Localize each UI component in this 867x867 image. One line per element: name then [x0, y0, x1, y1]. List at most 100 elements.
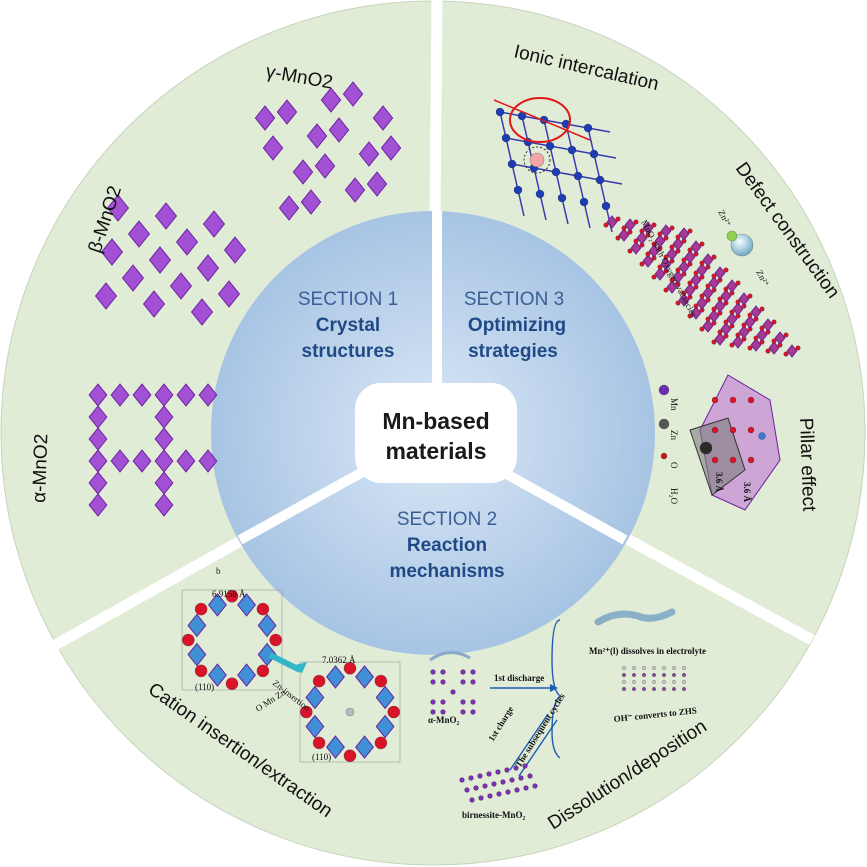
- atom: [583, 123, 593, 133]
- oxygen-atom: [621, 225, 627, 231]
- oxygen-atom: [269, 633, 283, 647]
- octahedron: [110, 449, 130, 473]
- birnessite-atom: [509, 777, 515, 783]
- octahedron: [708, 276, 720, 290]
- birnessite-atom: [518, 775, 524, 781]
- oxygen-atom: [603, 222, 609, 228]
- oxygen-atom: [699, 241, 705, 247]
- zhs-atom: [641, 665, 647, 671]
- octahedron: [306, 123, 328, 149]
- center-title-line2: materials: [385, 438, 486, 464]
- birnessite-atom: [486, 771, 492, 777]
- octahedron: [642, 221, 654, 235]
- defect-construction-structure: [603, 215, 801, 358]
- birnessite-atom: [514, 787, 520, 793]
- bond: [577, 175, 585, 203]
- octahedron: [678, 260, 690, 274]
- oxygen-atom: [657, 264, 663, 270]
- atom: [507, 159, 517, 169]
- oxygen-atom: [687, 313, 693, 319]
- oxygen-atom: [657, 231, 663, 237]
- birnessite-atom: [464, 787, 470, 793]
- mn-atom: [460, 699, 466, 705]
- oxygen-atom: [343, 661, 357, 675]
- bond: [517, 189, 525, 217]
- oxygen-atom: [256, 664, 270, 678]
- pillar-legend-o: O: [669, 462, 679, 469]
- vacancy-site: [726, 230, 738, 242]
- zhs-atom: [681, 672, 687, 678]
- octahedron: [375, 685, 395, 710]
- octahedron: [314, 153, 336, 179]
- discharge-arrowhead: [550, 684, 558, 692]
- oxygen-atom: [343, 749, 357, 763]
- oxygen-atom: [387, 705, 401, 719]
- octahedron: [786, 344, 798, 358]
- zhs-atom: [621, 665, 627, 671]
- octahedron: [696, 263, 708, 277]
- oxygen-atom: [645, 251, 651, 257]
- oxygen-atom: [747, 396, 755, 404]
- oxygen-atom: [669, 225, 675, 231]
- octahedron: [738, 292, 750, 306]
- ionic-intercalation-structure: [493, 97, 623, 233]
- ion-ring: [523, 146, 551, 174]
- octahedron: [328, 117, 350, 143]
- octahedron: [344, 177, 366, 203]
- oxygen-atom: [705, 316, 711, 322]
- dissolution-deposition-structure: [429, 608, 687, 803]
- alpha-mno2-label: α-MnO2: [29, 433, 52, 503]
- bond: [499, 111, 507, 139]
- octahedron: [208, 593, 227, 617]
- alpha-mno2-structure: [88, 383, 218, 517]
- oxygen-atom: [717, 296, 723, 302]
- mn-atom: [470, 709, 476, 715]
- octahedron: [380, 135, 402, 161]
- miller-a-label: (110): [195, 682, 214, 692]
- birnessite-atom: [495, 769, 501, 775]
- octahedron: [720, 289, 732, 303]
- zhs-atom: [641, 672, 647, 678]
- oxygen-atom: [759, 325, 765, 331]
- zn-ion: [730, 233, 754, 257]
- oxygen-atom: [651, 274, 657, 280]
- mn-atom: [440, 669, 446, 675]
- zhs-atom: [641, 686, 647, 692]
- octahedron: [666, 247, 678, 261]
- octahedron: [690, 240, 702, 254]
- octahedron: [375, 714, 395, 739]
- birnessite-atom: [491, 781, 497, 787]
- oxygen-atom: [225, 677, 239, 691]
- birnessite-atom: [504, 767, 510, 773]
- pillar-legend-mn: Mn: [669, 398, 679, 411]
- octahedron: [94, 282, 118, 310]
- zhs-atom: [661, 679, 667, 685]
- oxygen-atom: [771, 319, 777, 325]
- mn-atom: [430, 699, 436, 705]
- octahedron: [672, 270, 684, 284]
- octahedron: [190, 298, 214, 326]
- octahedron: [257, 613, 277, 638]
- oxygen-atom: [729, 396, 737, 404]
- oxygen-atom: [735, 332, 741, 338]
- octahedron: [750, 305, 762, 319]
- oxygen-atom: [747, 345, 753, 351]
- octahedron: [654, 234, 666, 248]
- bond: [583, 201, 591, 229]
- atom: [589, 149, 599, 159]
- octahedron: [678, 227, 690, 241]
- oxygen-atom: [374, 674, 388, 688]
- birnessite-atom: [478, 795, 484, 801]
- birnessite-atom: [482, 783, 488, 789]
- oxygen-atom: [711, 254, 717, 260]
- oxygen-atom: [687, 280, 693, 286]
- octahedron: [750, 338, 762, 352]
- oxygen-atom: [627, 248, 633, 254]
- panel-b-letter: b: [216, 566, 221, 576]
- octahedron: [714, 266, 726, 280]
- oxygen-atom: [639, 261, 645, 267]
- octahedron: [276, 99, 298, 125]
- octahedron: [196, 254, 220, 282]
- branch-brace: [551, 619, 562, 759]
